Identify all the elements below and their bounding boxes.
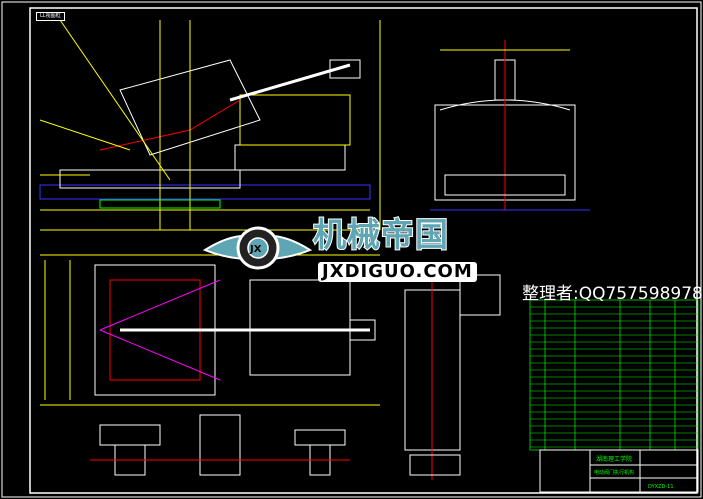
watermark-url: JXDIGUO.COM xyxy=(318,262,477,282)
parts-list-rows xyxy=(530,306,698,448)
view-label: LL视图框 xyxy=(36,12,65,21)
watermark-author: 整理者:QQ7575989785 xyxy=(522,284,703,304)
title-block-name: 电动阀门执行机构 xyxy=(594,469,634,476)
plan-view xyxy=(40,254,380,406)
shaft-view xyxy=(404,274,501,480)
logo-letters: JX xyxy=(249,244,262,255)
side-view xyxy=(430,40,590,211)
watermark-logo: JX xyxy=(202,226,313,270)
inner-frame xyxy=(29,7,698,494)
title-block xyxy=(539,449,699,493)
detail-views xyxy=(90,414,350,476)
elevation-view xyxy=(39,19,381,231)
parts-list xyxy=(529,299,699,451)
watermark-title: 机械帝国 xyxy=(312,215,449,254)
title-block-school: 湖南理工学院 xyxy=(596,455,632,463)
title-block-number: DYXZD-11 xyxy=(648,484,674,490)
